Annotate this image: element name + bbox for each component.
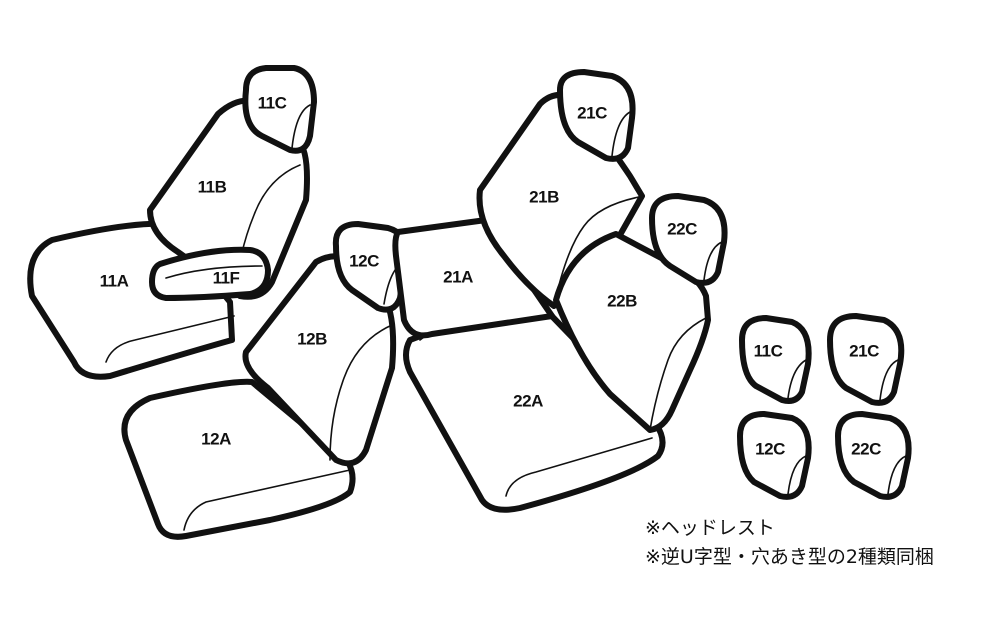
note-headrest-types: ※逆U字型・穴あき型の2種類同梱 <box>645 546 934 568</box>
label-11f: 11F <box>213 268 240 287</box>
label-spare-21c: 21C <box>849 341 879 360</box>
headrest-notes: ※ヘッドレスト ※逆U字型・穴あき型の2種類同梱 <box>645 514 934 572</box>
label-12a: 12A <box>201 429 231 448</box>
part-22b-backrest <box>553 231 711 433</box>
label-21a: 21A <box>443 267 473 286</box>
label-11c: 11C <box>258 93 287 112</box>
label-21b: 21B <box>529 187 559 206</box>
label-12b: 12B <box>297 329 327 348</box>
label-11b: 11B <box>198 177 227 196</box>
part-11f-armrest <box>149 246 271 301</box>
label-12c: 12C <box>349 251 379 270</box>
note-headrest: ※ヘッドレスト <box>645 517 775 539</box>
label-22c: 22C <box>667 219 697 238</box>
front-seat-11 <box>27 65 317 380</box>
part-21a-backrest <box>392 217 555 339</box>
front-seat-12 <box>121 221 410 540</box>
label-22b: 22B <box>607 291 637 310</box>
rear-bench <box>392 69 728 513</box>
label-21c: 21C <box>577 103 607 122</box>
label-22a: 22A <box>513 391 543 410</box>
part-22c-headrest <box>649 193 728 286</box>
part-11c-headrest <box>242 65 317 154</box>
label-spare-22c: 22C <box>851 439 881 458</box>
label-11a: 11A <box>100 271 129 290</box>
label-spare-12c: 12C <box>755 439 785 458</box>
label-spare-11c: 11C <box>754 341 783 360</box>
spare-headrests <box>737 313 912 500</box>
